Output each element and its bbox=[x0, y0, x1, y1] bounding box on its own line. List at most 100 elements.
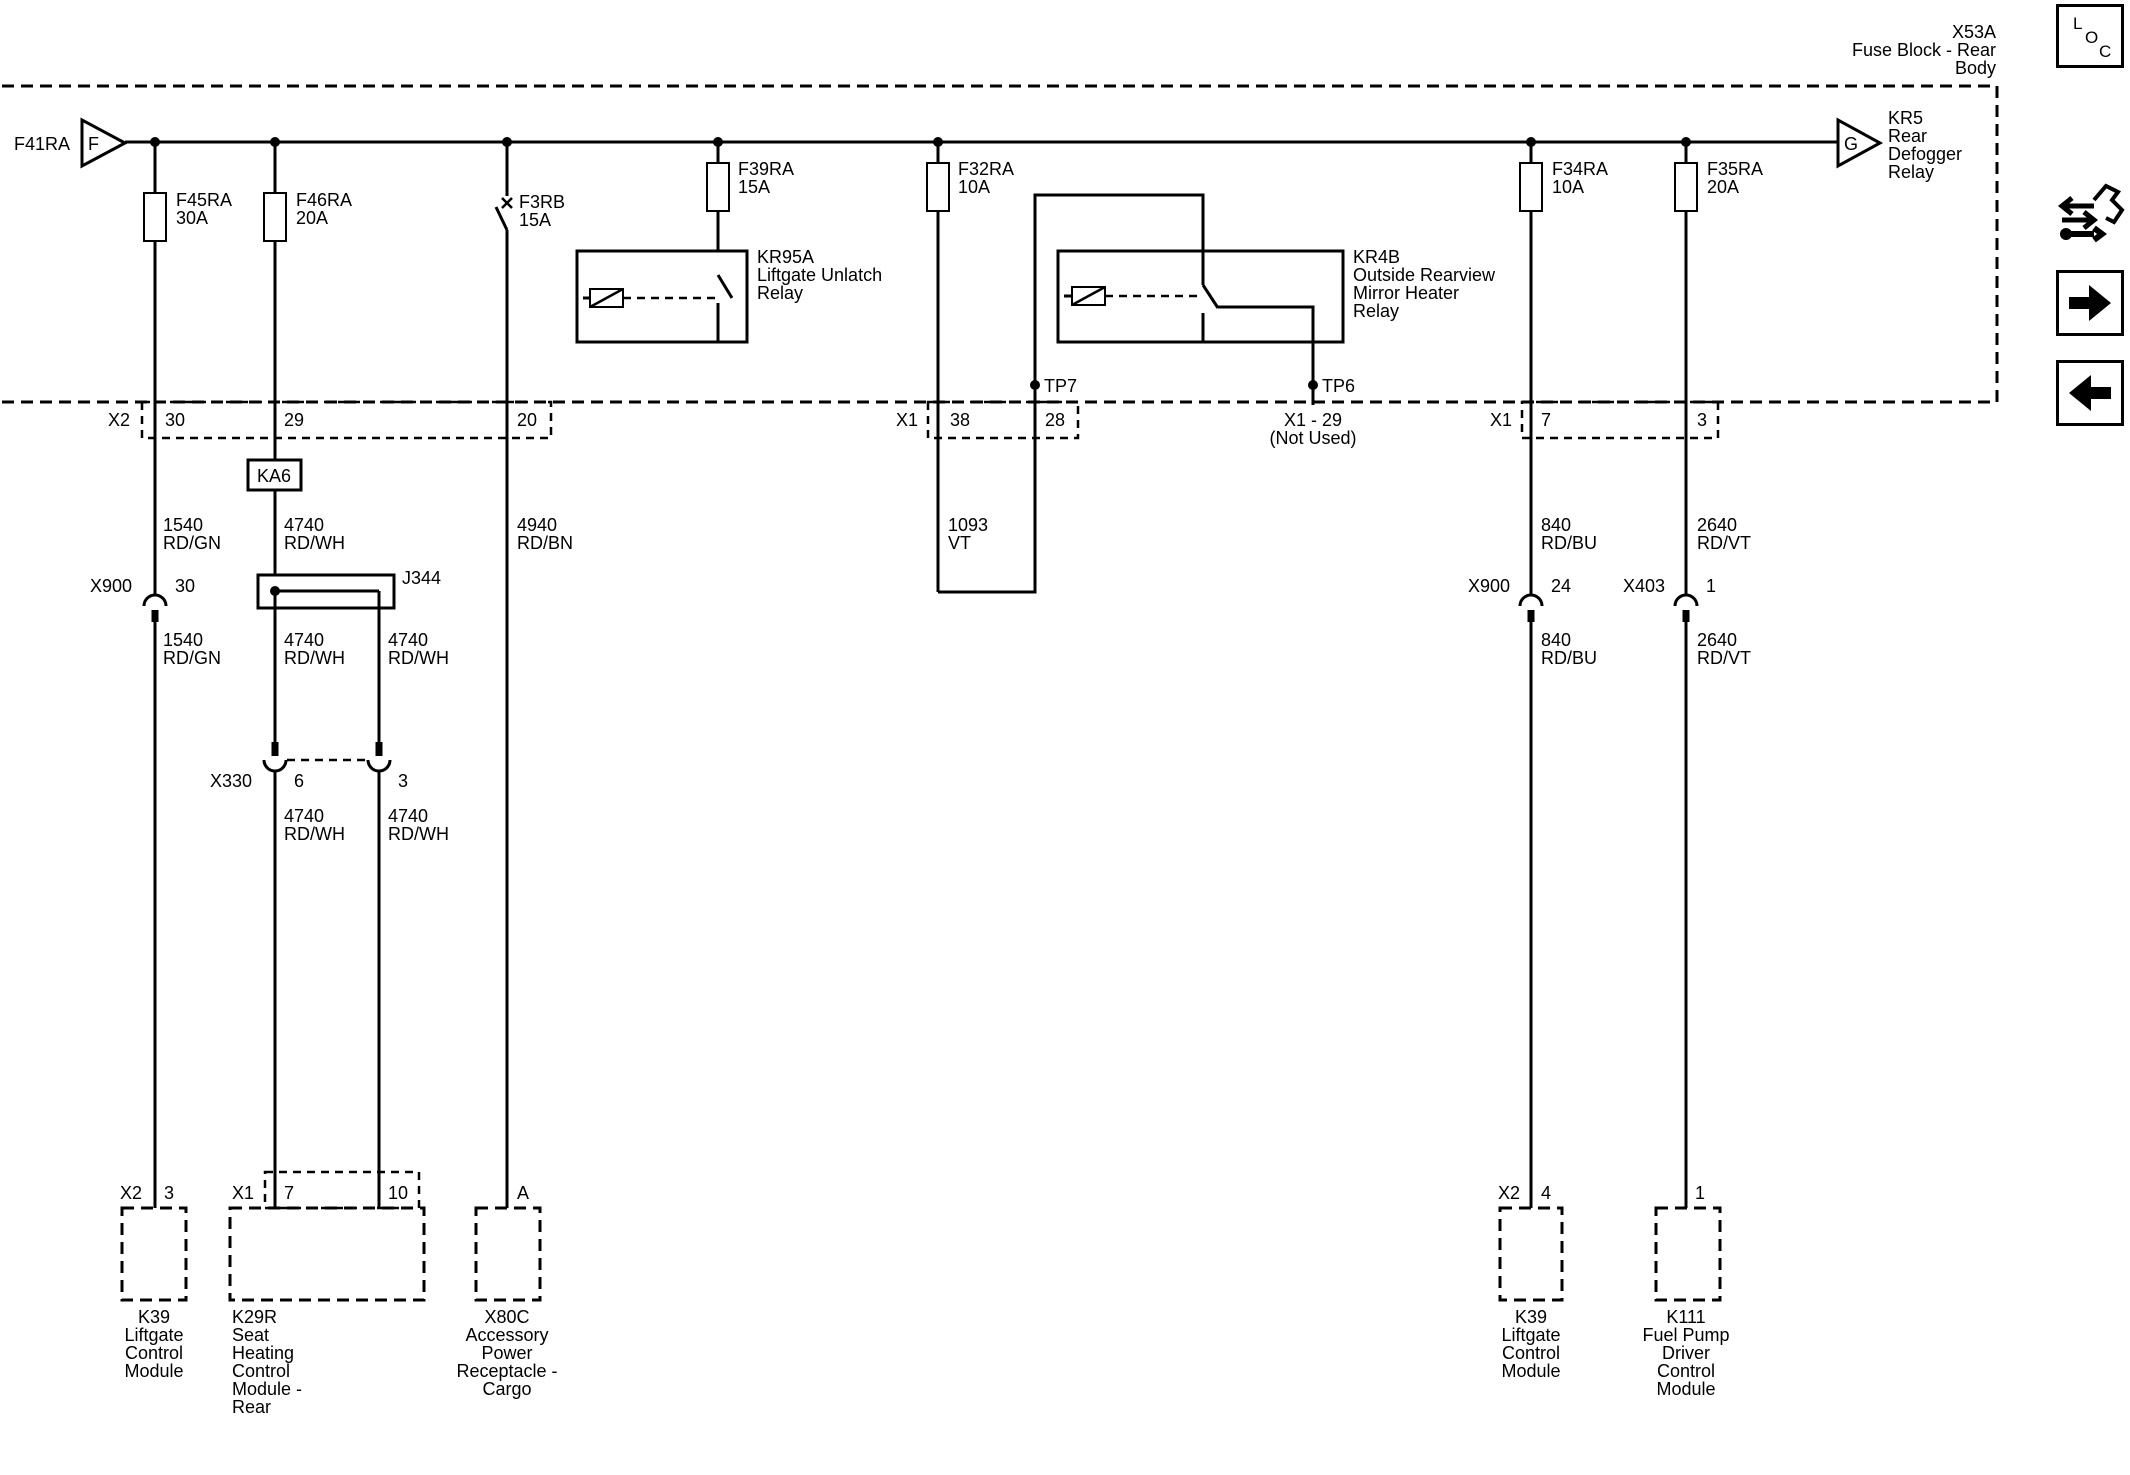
connector-x900-right-label: X900 bbox=[1468, 576, 1510, 596]
fuse-f34ra bbox=[1519, 162, 1543, 212]
relay-kr4b-id: KR4B bbox=[1353, 247, 1400, 267]
connector-x1-mid-outline bbox=[926, 400, 1080, 440]
module-k29r-line3: Heating bbox=[232, 1343, 294, 1363]
module-k39-right-line3: Control bbox=[1502, 1343, 1560, 1363]
breaker-f3rb-contact bbox=[494, 206, 509, 231]
module-x80c-box bbox=[474, 1206, 542, 1302]
module-x80c-line4: Receptacle - bbox=[456, 1361, 557, 1381]
connector-x1-mid-pin-28: 28 bbox=[1045, 410, 1065, 430]
connector-x403-pin-num: 1 bbox=[1706, 576, 1716, 596]
wire-2640-upper-circuit: 2640 bbox=[1697, 515, 1737, 535]
module-k39-right-conn: X2 bbox=[1498, 1183, 1520, 1203]
wire-1540-lower-circuit: 1540 bbox=[163, 630, 203, 650]
fuse-f45ra bbox=[143, 192, 167, 242]
wire-1093-loop bbox=[938, 193, 1205, 594]
relay-kr4b-line3: Relay bbox=[1353, 301, 1399, 321]
module-k29r-box bbox=[228, 1206, 426, 1302]
fuse-f46ra-rating: 20A bbox=[296, 208, 328, 228]
wire-4740-lower-left-color: RD/WH bbox=[284, 824, 345, 844]
fuse-block-name-line2: Body bbox=[1955, 58, 1996, 78]
connector-x900-left-label: X900 bbox=[90, 576, 132, 596]
loc-letter-o: O bbox=[2085, 28, 2098, 47]
feed-right-triangle bbox=[1836, 117, 1884, 169]
connector-ka6-label: KA6 bbox=[257, 466, 291, 486]
wire-1093-color: VT bbox=[948, 533, 971, 553]
wire-1540-upper-color: RD/GN bbox=[163, 533, 221, 553]
relay-kr95a-line1: Liftgate Unlatch bbox=[757, 265, 882, 285]
module-k39-right-line2: Liftgate bbox=[1501, 1325, 1560, 1345]
breaker-f3rb-name: F3RB bbox=[519, 192, 565, 212]
connector-x1-29-note: (Not Used) bbox=[1269, 428, 1356, 448]
module-k39-left-pin: 3 bbox=[164, 1183, 174, 1203]
module-k39-right-line4: Module bbox=[1501, 1361, 1560, 1381]
connector-x1-mid-label: X1 bbox=[896, 410, 918, 430]
feed-left-label: F41RA bbox=[14, 134, 70, 154]
fuse-f35ra-rating: 20A bbox=[1707, 177, 1739, 197]
next-page-button[interactable] bbox=[2056, 270, 2124, 336]
previous-page-button[interactable] bbox=[2056, 360, 2124, 426]
wire-840-lower-circuit: 840 bbox=[1541, 630, 1571, 650]
fuse-block-outline bbox=[2, 84, 1999, 404]
fuse-f32ra-name: F32RA bbox=[958, 159, 1014, 179]
relay-kr95a-contact bbox=[716, 274, 734, 299]
connector-x403-socket bbox=[1673, 593, 1699, 607]
relay-kr4b-contact bbox=[1201, 284, 1220, 309]
wire-4740-upper-circuit: 4740 bbox=[284, 515, 324, 535]
module-k29r-line2: Seat bbox=[232, 1325, 269, 1345]
wire-2640-upper-color: RD/VT bbox=[1697, 533, 1751, 553]
connector-x900-right-pin-num: 24 bbox=[1551, 576, 1571, 596]
connector-x900-left-socket bbox=[142, 593, 168, 607]
relay-kr4b-line1: Outside Rearview bbox=[1353, 265, 1496, 285]
wire-2640-lower-color: RD/VT bbox=[1697, 648, 1751, 668]
wire-4940-circuit: 4940 bbox=[517, 515, 557, 535]
module-k111-line4: Control bbox=[1657, 1361, 1715, 1381]
circuit-tools-button[interactable] bbox=[2054, 170, 2128, 250]
module-k29r-line6: Rear bbox=[232, 1397, 271, 1417]
fuse-block-name-line1: Fuse Block - Rear bbox=[1852, 40, 1996, 60]
connector-x900-right-socket bbox=[1518, 593, 1544, 607]
fuse-f39ra-name: F39RA bbox=[738, 159, 794, 179]
connector-x330-pin-3-num: 3 bbox=[398, 771, 408, 791]
connector-x330-label: X330 bbox=[210, 771, 252, 791]
fuse-f46ra-name: F46RA bbox=[296, 190, 352, 210]
module-k29r-pin-7: 7 bbox=[284, 1183, 294, 1203]
relay-kr95a-coil-slash bbox=[589, 287, 624, 309]
module-k111-box bbox=[1654, 1206, 1722, 1302]
connector-x2-pin-29: 29 bbox=[284, 410, 304, 430]
connector-x330-socket-3 bbox=[366, 759, 392, 773]
test-point-tp7 bbox=[1030, 380, 1040, 390]
connector-x1-right-outline bbox=[1520, 400, 1720, 440]
connector-x1-right-pin-3: 3 bbox=[1697, 410, 1707, 430]
loc-icon: L O C bbox=[2073, 14, 2111, 61]
wire-4740-j344-left-circuit: 4740 bbox=[284, 630, 324, 650]
module-k39-left-line2: Liftgate bbox=[124, 1325, 183, 1345]
module-k29r-line4: Control bbox=[232, 1361, 290, 1381]
loc-button[interactable]: L O C bbox=[2056, 4, 2124, 68]
fuse-f45ra-name: F45RA bbox=[176, 190, 232, 210]
relay-kr4b-line2: Mirror Heater bbox=[1353, 283, 1459, 303]
wire-1540-upper-circuit: 1540 bbox=[163, 515, 203, 535]
fuse-block-id: X53A bbox=[1952, 22, 1996, 42]
connector-x1-29-label: X1 - 29 bbox=[1284, 410, 1342, 430]
connector-x2-pin-30: 30 bbox=[165, 410, 185, 430]
wire-4740-lower-left-circuit: 4740 bbox=[284, 806, 324, 826]
connector-x2-label: X2 bbox=[108, 410, 130, 430]
wire-840-upper-circuit: 840 bbox=[1541, 515, 1571, 535]
wire-2640-lower-circuit: 2640 bbox=[1697, 630, 1737, 650]
fuse-f46ra bbox=[263, 192, 287, 242]
connector-x1-right-label: X1 bbox=[1490, 410, 1512, 430]
module-x80c-line5: Cargo bbox=[482, 1379, 531, 1399]
feed-right-letter: G bbox=[1844, 134, 1858, 154]
connector-x900-left-pin-num: 30 bbox=[175, 576, 195, 596]
fuse-f34ra-rating: 10A bbox=[1552, 177, 1584, 197]
previous-arrow-icon bbox=[2069, 375, 2111, 411]
splice-j344-label: J344 bbox=[402, 568, 441, 588]
wire-4740-lower-right-circuit: 4740 bbox=[388, 806, 428, 826]
next-arrow-icon bbox=[2069, 285, 2111, 321]
module-k29r-line1: K29R bbox=[232, 1307, 277, 1327]
feed-right-line3: Relay bbox=[1888, 162, 1934, 182]
test-point-tp6-label: TP6 bbox=[1322, 376, 1355, 396]
module-x80c-line2: Accessory bbox=[465, 1325, 548, 1345]
module-k29r-pin-10: 10 bbox=[388, 1183, 408, 1203]
